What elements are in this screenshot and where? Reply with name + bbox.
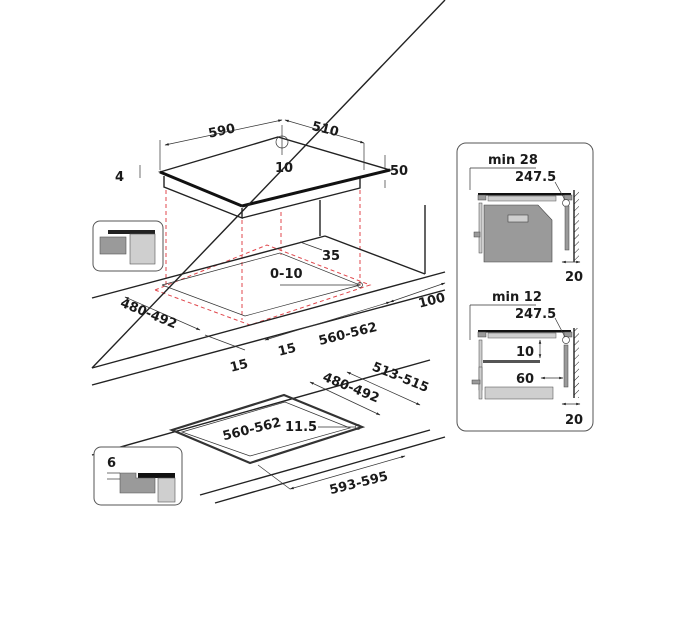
front-margin-label-1: 15 — [229, 357, 250, 376]
hob-height-label: 50 — [390, 164, 408, 179]
oven-min-label: min 28 — [488, 153, 538, 168]
hob-depth-label: 510 — [310, 119, 340, 140]
section-drawer — [469, 304, 581, 406]
drawer-panel-gap-label: 10 — [516, 345, 534, 360]
flush-corner-radius-label: 11.5 — [285, 420, 317, 435]
surface-mount-inset — [92, 220, 164, 272]
oven-dimension-label: 247.5 — [515, 170, 556, 185]
drawer-rear-gap-label: 60 — [516, 372, 534, 387]
hob-3d-view — [139, 119, 393, 220]
drawer-min-label: min 12 — [492, 290, 542, 305]
hob-width-label: 590 — [207, 121, 237, 141]
front-margin-label-2: 15 — [277, 341, 298, 360]
flush-mount-cutout-view — [91, 359, 446, 504]
cutout-depth-label: 480-492 — [118, 296, 179, 332]
drawer-dimension-label: 247.5 — [515, 307, 556, 322]
flush-inner-width-label: 560-562 — [221, 415, 283, 444]
side-tolerance-label: 0-10 — [270, 267, 303, 282]
countertop-cutout-view — [91, 0, 446, 386]
wall-distance-label: 100 — [417, 291, 447, 312]
flush-mount-inset — [93, 446, 183, 506]
flush-outer-width-label: 593-595 — [328, 469, 390, 498]
recess-depth-label: 6 — [107, 456, 116, 471]
section-oven — [469, 167, 581, 264]
glass-thickness-label: 4 — [115, 170, 124, 185]
rear-min-label: 35 — [322, 249, 340, 264]
oven-wall-gap-label: 20 — [565, 270, 583, 285]
cutout-width-label: 560-562 — [317, 320, 379, 349]
drawer-wall-gap-label: 20 — [565, 413, 583, 428]
cutout-projection-guides — [154, 190, 372, 326]
